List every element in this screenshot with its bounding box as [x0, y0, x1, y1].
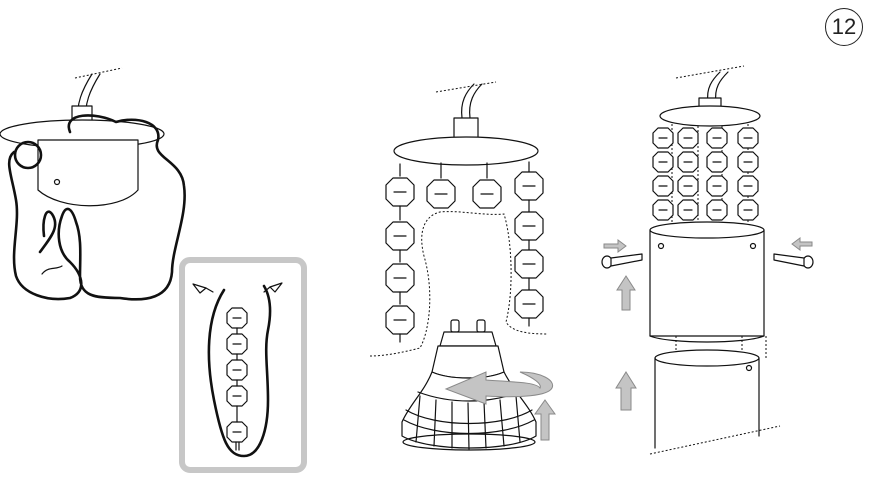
- twist-arrow: [444, 371, 554, 405]
- detail-arrow-right: [269, 282, 283, 293]
- lamp-body: [37, 139, 139, 207]
- wrapped-lamp-panel: [0, 67, 186, 301]
- detail-arrow-left: [192, 283, 207, 294]
- crystal-columns: [652, 124, 759, 232]
- ceiling-line: [74, 67, 123, 79]
- step-number-badge: 12: [825, 8, 863, 46]
- cable-grip: [453, 117, 479, 139]
- screw-arrow-left: [603, 239, 627, 253]
- push-up-arrow: [534, 399, 556, 441]
- detail-wrap: [207, 284, 272, 458]
- protective-wrap-outline: [369, 211, 549, 357]
- crystal-strand-mid-right: [472, 162, 502, 209]
- crystal-strand-right: [514, 161, 544, 327]
- bulb-install-panel: [369, 81, 556, 451]
- detail-crystal-chain: [226, 307, 248, 451]
- shade-install-panel: [601, 65, 814, 455]
- shade-up-arrow: [616, 275, 636, 311]
- canopy-plate: [659, 105, 761, 127]
- screw-right: [773, 253, 814, 269]
- tube-up-arrow: [615, 371, 637, 411]
- crystal-strand-left: [385, 163, 415, 343]
- crystal-strand-mid-left: [426, 162, 456, 209]
- screw-arrow-right: [791, 237, 813, 251]
- protective-wrap: [7, 114, 186, 301]
- screw-left: [601, 253, 643, 269]
- shade-cylinder: [649, 221, 765, 343]
- detail-frame: [179, 257, 307, 473]
- tube: [649, 336, 781, 455]
- crystal-chain-detail-panel: [179, 257, 307, 473]
- canopy-plate: [393, 136, 539, 166]
